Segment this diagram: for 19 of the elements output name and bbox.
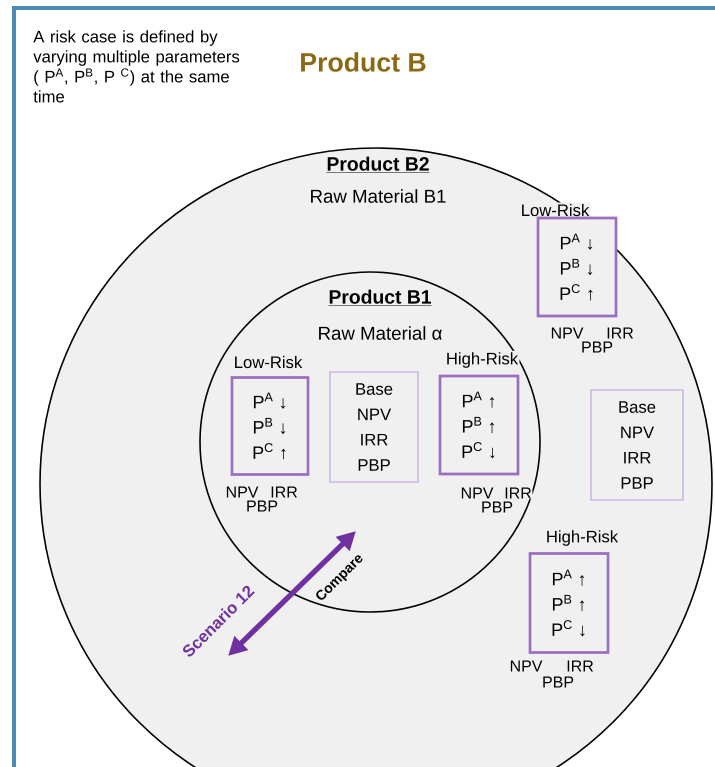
region-subheading: Raw Material B1	[311, 189, 446, 203]
title: Product B	[301, 52, 426, 72]
base-box: Base NPV IRR PBP	[590, 389, 684, 501]
metric-label: IRR	[504, 486, 532, 500]
metric-label: IRR	[270, 486, 298, 498]
risk-label: High-Risk	[444, 350, 520, 370]
risk-label: Low-Risk	[232, 354, 304, 370]
risk-box: P$^{A}$ ↑ P$^{B}$ ↑ P$^{C}$ ↓	[438, 374, 520, 476]
risk-box: P$^{A}$ ↑ P$^{B}$ ↑ P$^{C}$ ↓	[528, 552, 610, 654]
region-subheading: Raw Material α	[319, 326, 442, 340]
base-box: Base NPV IRR PBP	[329, 371, 419, 483]
metric-label: IRR	[566, 660, 594, 672]
metric-label: IRR	[606, 326, 634, 340]
risk-label: High-Risk	[544, 528, 620, 548]
region-heading: Product B1	[328, 290, 432, 306]
region-heading: Product B2	[326, 156, 430, 173]
note-text: A risk case is defined by varying multiple parameters ( P$^{A}$, P$^{B}$, P $^{C}$) at the same time	[33, 30, 240, 102]
risk-label: Low-Risk	[519, 202, 591, 218]
risk-box: P$^{A}$ ↓ P$^{B}$ ↓ P$^{C}$ ↑	[230, 376, 310, 476]
